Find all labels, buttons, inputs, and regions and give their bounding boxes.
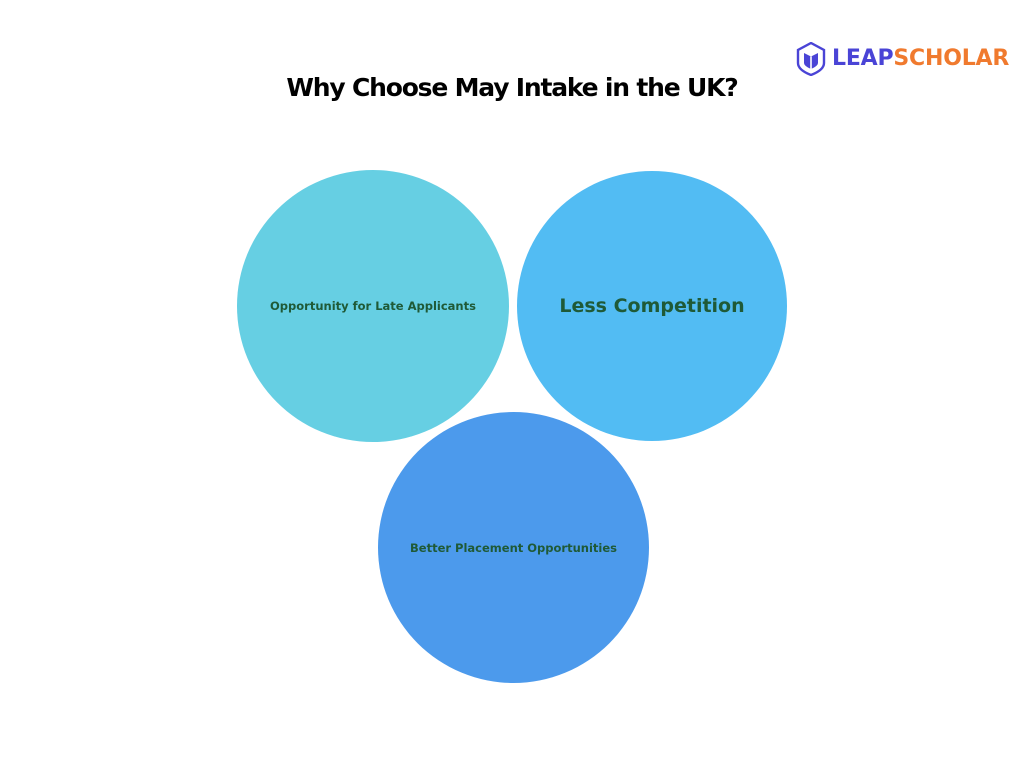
circle-less-competition: Less Competition [517, 171, 787, 441]
circle-better-placement: Better Placement Opportunities [378, 412, 649, 683]
circle-label: Less Competition [559, 295, 745, 317]
circle-late-applicants: Opportunity for Late Applicants [237, 170, 509, 442]
logo-text-leap: LEAP [832, 46, 894, 71]
logo-text: LEAPSCHOLAR [832, 40, 1009, 78]
circle-label: Opportunity for Late Applicants [270, 299, 476, 313]
page-title: Why Choose May Intake in the UK? [286, 73, 738, 102]
logo-text-scholar: SCHOLAR [893, 46, 1010, 71]
leapscholar-logo[interactable]: LEAPSCHOLAR [796, 40, 1009, 78]
shield-book-icon [796, 42, 826, 76]
circle-label: Better Placement Opportunities [410, 540, 617, 555]
